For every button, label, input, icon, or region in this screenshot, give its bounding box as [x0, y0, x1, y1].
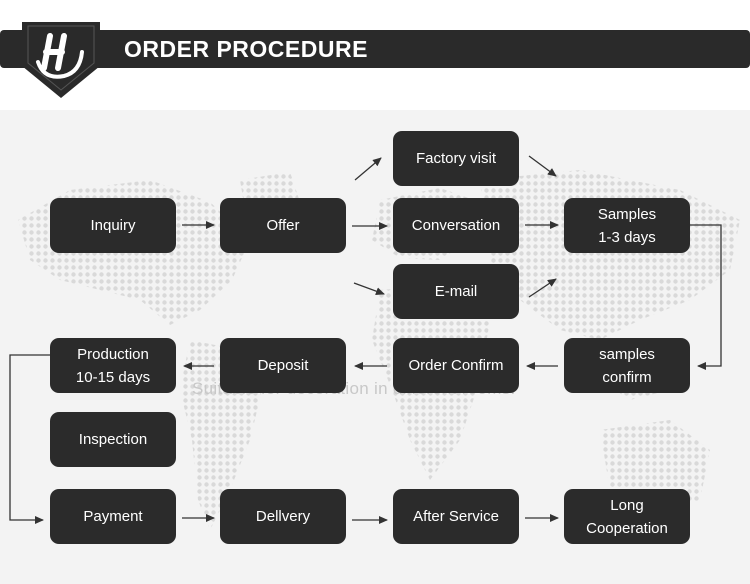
node-samples-confirm: samples confirm: [564, 338, 690, 393]
node-after-service: After Service: [393, 489, 519, 544]
node-order-confirm: Order Confirm: [393, 338, 519, 393]
node-long-cooperation: Long Cooperation: [564, 489, 690, 544]
node-factory-visit: Factory visit: [393, 131, 519, 186]
node-deposit: Deposit: [220, 338, 346, 393]
node-samples: Samples 1-3 days: [564, 198, 690, 253]
node-conversation: Conversation: [393, 198, 519, 253]
node-inquiry: Inquiry: [50, 198, 176, 253]
node-production: Production 10-15 days: [50, 338, 176, 393]
node-inspection: Inspection: [50, 412, 176, 467]
node-payment: Payment: [50, 489, 176, 544]
node-delivery: Dellvery: [220, 489, 346, 544]
brand-logo-icon: [22, 22, 100, 98]
node-offer: Offer: [220, 198, 346, 253]
page-title: ORDER PROCEDURE: [124, 36, 368, 62]
header-bar: [0, 30, 750, 68]
node-email: E-mail: [393, 264, 519, 319]
